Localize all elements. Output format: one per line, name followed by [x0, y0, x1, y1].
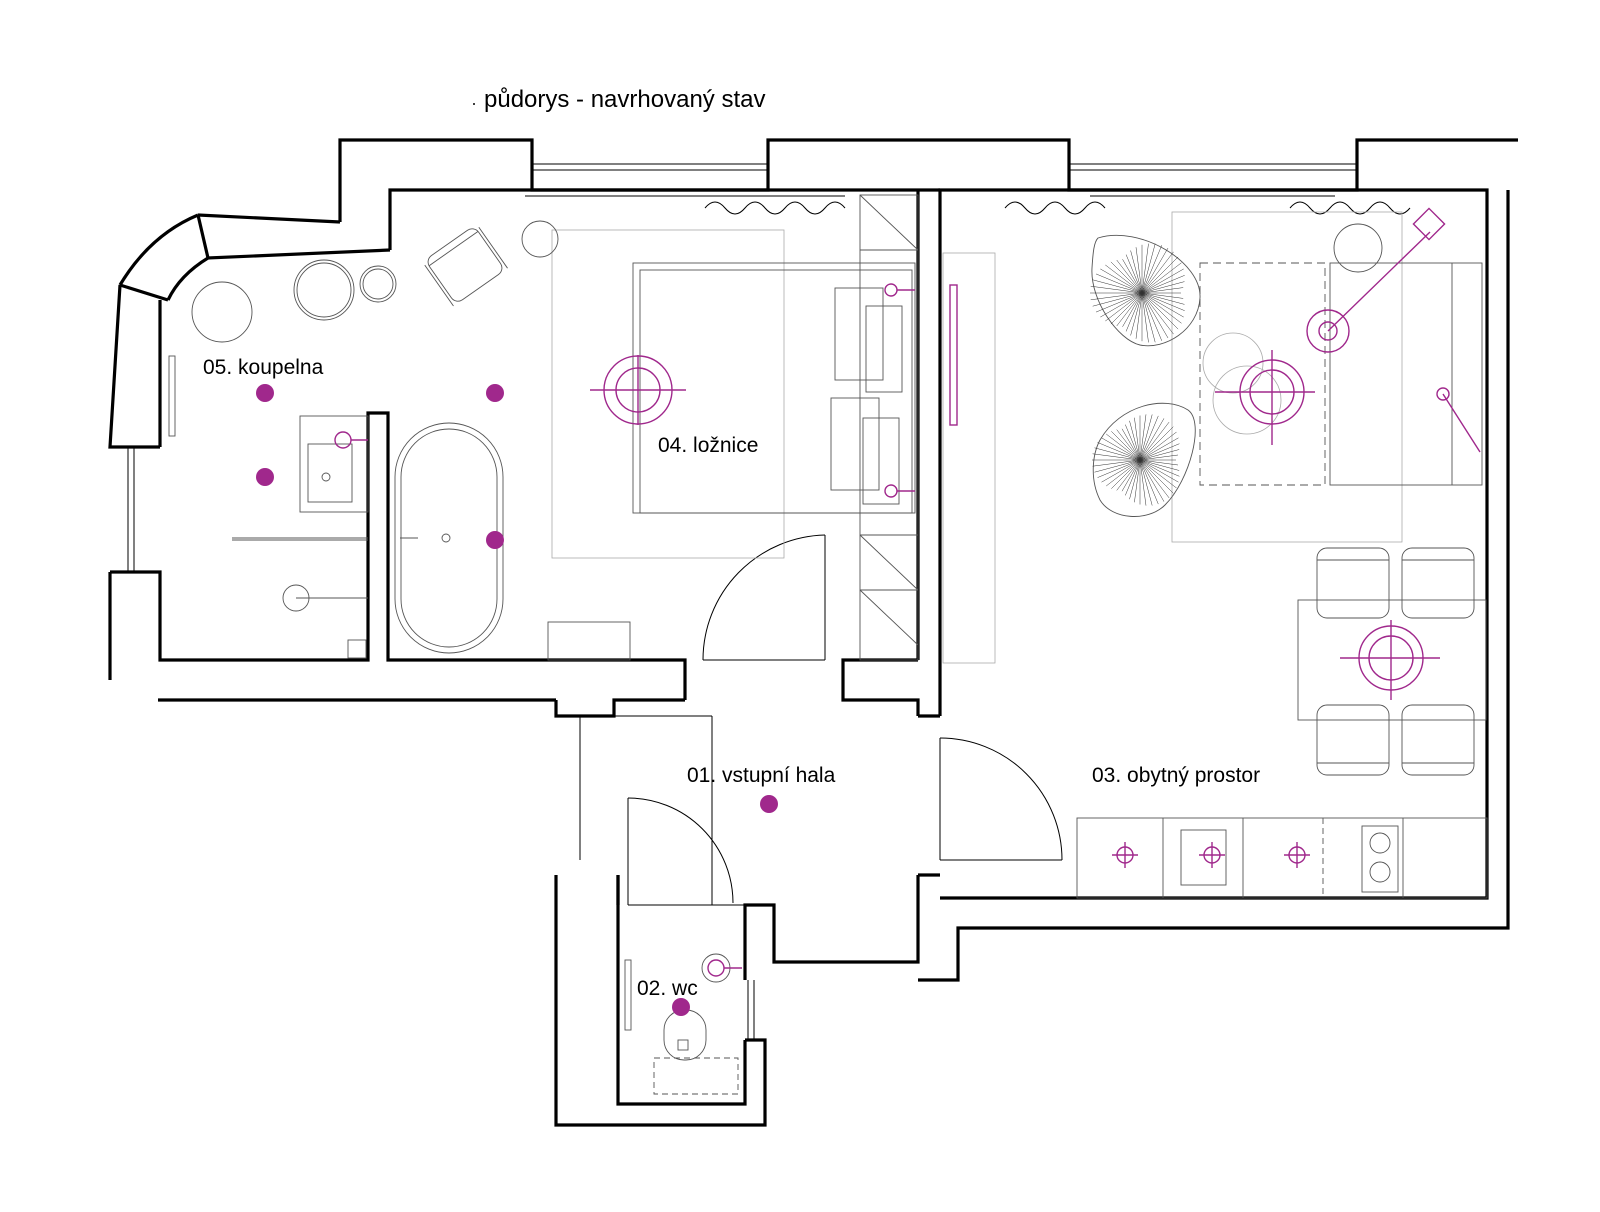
bathroom-fixtures [168, 259, 631, 661]
room-label-hall: 01. vstupní hala [687, 764, 836, 787]
kitchen-spots [1112, 842, 1310, 868]
curtains [704, 201, 1411, 215]
room-label-living: 03. obytný prostor [1092, 764, 1260, 787]
dining-chairs [1316, 547, 1475, 776]
room-label-wc: 02. wc [637, 977, 698, 1000]
ceiling-light-dots [256, 384, 778, 1016]
room-label-bathroom: 05. koupelna [203, 356, 324, 379]
wall-sconces [334, 283, 958, 977]
pendant-light-living [1215, 350, 1315, 445]
plan-title: půdorys - navrhovaný stav [484, 86, 765, 113]
lighting [256, 207, 1481, 1016]
pendant-light-bedroom [590, 355, 686, 425]
title-marker [473, 103, 475, 105]
pendant-light-dining [1340, 620, 1440, 700]
chair-radial-1 [1090, 243, 1185, 343]
living-furniture [942, 211, 1488, 899]
bedroom-furniture [424, 194, 919, 661]
chair-radial-2 [1092, 414, 1180, 506]
floor-lamp [1306, 207, 1446, 353]
reading-lamp [1436, 387, 1481, 453]
doors [579, 534, 1063, 906]
windows [127, 163, 1357, 1040]
walls [108, 138, 1518, 1127]
room-label-bedroom: 04. ložnice [658, 434, 758, 457]
